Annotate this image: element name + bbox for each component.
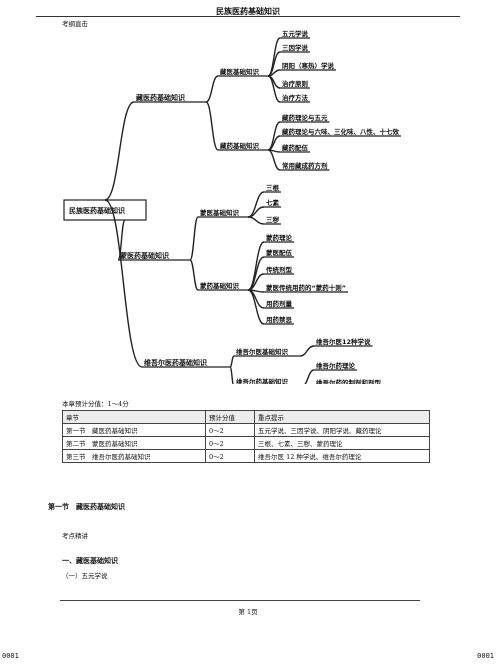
- table-cell: 第三节 维吾尔医药基础知识: [62, 449, 206, 463]
- branch-connector: [104, 101, 135, 201]
- mind-map: 民族医药基础知识 藏医药基础知识 藏医基础知识 五元学说三因学说阴阳（寒热）学说治疗原…: [63, 29, 401, 384]
- group-connector: [229, 366, 234, 384]
- corner-number-right: 0001: [477, 652, 494, 660]
- table-header-cell: 重点提示: [254, 410, 430, 424]
- header-rule: [36, 16, 460, 17]
- group-label: 维吾尔医基础知识: [236, 347, 289, 356]
- group-label: 蒙药基础知识: [200, 281, 240, 290]
- table-cell: 三根、七素、三秽、蒙药理论: [254, 436, 430, 450]
- score-caption: 本章预计分值：1～4分: [62, 400, 129, 408]
- section-title: 第一节 藏医药基础知识: [48, 503, 125, 511]
- leaf-label: 五元学说: [282, 29, 309, 38]
- item-connector: [304, 369, 315, 384]
- table-row: 第二节 蒙医药基础知识 0～2 三根、七素、三秽、蒙药理论: [62, 436, 430, 450]
- page-number: 第 1页: [238, 608, 258, 616]
- leaf-label: 三秽: [266, 215, 280, 224]
- heading-1: 一、藏医基础知识: [62, 557, 118, 565]
- leaf-label: 七素: [266, 198, 280, 207]
- leaf-label: 阴阳（寒热）学说: [282, 61, 335, 70]
- table-row: 第一节 藏医药基础知识 0～2 五元学说、三因学说、阴阳学说、藏药理论: [62, 423, 430, 437]
- group-label: 藏医基础知识: [220, 67, 260, 76]
- group-label: 蒙医基础知识: [200, 208, 240, 217]
- leaf-label: 治疗方法: [282, 93, 309, 102]
- leaf-label: 藏药理论与五元: [282, 113, 328, 122]
- table-header-row: 章节 预计分值 重点提示: [62, 410, 430, 424]
- item-connector: [247, 191, 265, 218]
- group-connector: [189, 216, 199, 261]
- leaf-label: 常用藏成药方剂: [282, 161, 328, 170]
- table-row: 第三节 维吾尔医药基础知识 0～2 维吾尔医 12 种学说、维吾尔药理论: [62, 449, 430, 463]
- corner-number-left: 0001: [2, 652, 19, 660]
- leaf-label: 蒙医配伍: [266, 248, 293, 257]
- leaf-label: 用药禁忌: [265, 315, 293, 324]
- table-cell: 0～2: [205, 449, 255, 463]
- group-connector: [189, 259, 199, 291]
- leaf-label: 藏药理论与六味、三化味、八性、十七效: [282, 127, 400, 136]
- leaf-label: 蒙药理论: [266, 233, 293, 242]
- item-connector: [299, 345, 315, 357]
- item-connector: [247, 289, 265, 325]
- branch-label: 藏医药基础知识: [136, 93, 185, 102]
- group-connector: [229, 355, 235, 368]
- leaf-label: 维吾尔药的制剂和剂型: [316, 378, 382, 384]
- branch-connector: [117, 219, 126, 261]
- leaf-label: 用药剂量: [265, 299, 293, 308]
- subheading: （一）五元学说: [62, 572, 108, 580]
- group-connector: [205, 75, 219, 103]
- intro-label: 考点精讲: [62, 532, 88, 540]
- table-cell: 五元学说、三因学说、阴阳学说、藏药理论: [254, 423, 430, 437]
- branch-label: 维吾尔医药基础知识: [144, 358, 207, 367]
- item-connector: [247, 216, 265, 225]
- exam-outline-label: 考纲直击: [62, 20, 88, 28]
- leaf-label: 维吾尔药理论: [316, 361, 356, 370]
- table-cell: 维吾尔医 12 种学说、维吾尔药理论: [254, 449, 430, 463]
- root-node-label: 民族医药基础知识: [69, 206, 125, 215]
- branch-label: 蒙医药基础知识: [120, 251, 169, 260]
- leaf-label: 三根: [266, 183, 280, 192]
- leaf-label: 三因学说: [282, 43, 309, 52]
- leaf-label: 蒙医传统用药的“蒙药十则”: [266, 283, 346, 292]
- branch-connector: [104, 199, 143, 368]
- leaf-label: 维吾尔医12种学说: [316, 337, 371, 346]
- group-label: 维吾尔药基础知识: [236, 377, 289, 384]
- group-label: 藏药基础知识: [220, 141, 260, 150]
- page-title: 民族医药基础知识: [216, 7, 280, 16]
- table-header-cell: 章节: [62, 410, 206, 424]
- table-cell: 第一节 藏医药基础知识: [62, 423, 206, 437]
- item-connector: [267, 149, 281, 171]
- table-cell: 0～2: [205, 436, 255, 450]
- score-table: 章节 预计分值 重点提示 第一节 藏医药基础知识 0～2 五元学说、三因学说、阴…: [62, 410, 430, 463]
- leaf-label: 传统剂型: [265, 265, 293, 274]
- leaf-label: 治疗原则: [282, 79, 309, 88]
- table-cell: 0～2: [205, 423, 255, 437]
- leaf-label: 藏药配伍: [282, 143, 309, 152]
- footer-rule: [60, 600, 420, 601]
- table-header-cell: 预计分值: [205, 410, 255, 424]
- group-connector: [205, 101, 219, 151]
- table-cell: 第二节 蒙医药基础知识: [62, 436, 206, 450]
- item-connector: [267, 75, 281, 103]
